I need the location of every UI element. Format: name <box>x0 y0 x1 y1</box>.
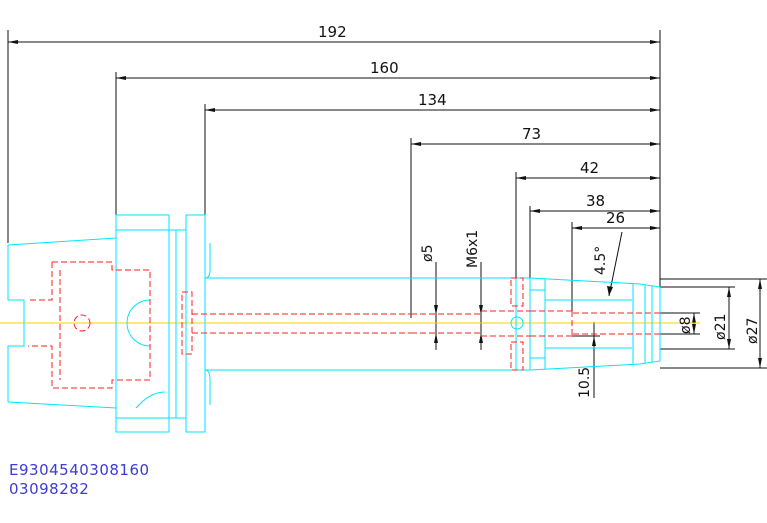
dim-38: 38 <box>586 192 605 210</box>
dim-dia-8: ø8 <box>678 317 694 334</box>
outline <box>7 214 661 433</box>
dim-42: 42 <box>580 159 599 177</box>
dim-73: 73 <box>522 125 541 143</box>
dim-bore-dia-5: ø5 <box>420 245 436 262</box>
hidden-lines <box>28 261 660 389</box>
dim-26: 26 <box>606 209 625 227</box>
dimension-lines <box>7 30 767 398</box>
dim-192: 192 <box>318 23 347 41</box>
dim-dia-21: ø21 <box>713 314 729 340</box>
dim-dia-27: ø27 <box>745 318 761 344</box>
dim-134: 134 <box>418 91 447 109</box>
dim-angle: 4.5° <box>593 246 609 275</box>
part-code-line2: 03098282 <box>9 480 90 498</box>
part-code-line1: E9304540308160 <box>9 461 150 479</box>
dimension-arrows <box>8 40 762 368</box>
dim-depth-10-5: 10.5 <box>577 367 593 398</box>
dim-thread: M6x1 <box>465 230 481 268</box>
dim-160: 160 <box>370 59 399 77</box>
